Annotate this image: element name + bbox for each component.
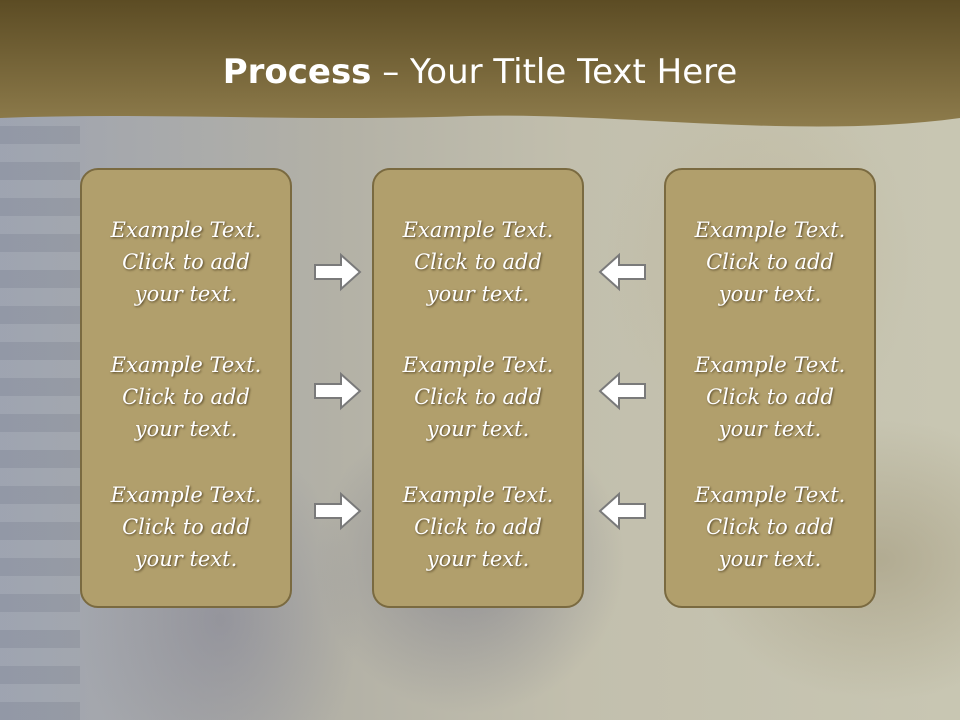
text-line: Click to add bbox=[122, 515, 250, 539]
text-item[interactable]: Example Text. Click to add your text. bbox=[666, 349, 874, 445]
title-banner: Process – Your Title Text Here bbox=[0, 0, 960, 140]
arrow-right-icon[interactable] bbox=[313, 371, 363, 411]
text-line: Example Text. bbox=[110, 353, 262, 377]
text-line: Example Text. bbox=[694, 353, 846, 377]
text-line: Example Text. bbox=[110, 218, 262, 242]
text-line: your text. bbox=[134, 282, 238, 306]
slide-title[interactable]: Process – Your Title Text Here bbox=[0, 52, 960, 92]
text-item[interactable]: Example Text. Click to add your text. bbox=[82, 349, 290, 445]
title-bold: Process bbox=[222, 52, 372, 92]
text-line: your text. bbox=[718, 547, 822, 571]
text-line: Example Text. bbox=[110, 483, 262, 507]
text-line: Example Text. bbox=[402, 483, 554, 507]
text-line: Click to add bbox=[414, 385, 542, 409]
text-line: your text. bbox=[426, 547, 530, 571]
text-line: your text. bbox=[718, 417, 822, 441]
text-line: Example Text. bbox=[402, 218, 554, 242]
text-item[interactable]: Example Text. Click to add your text. bbox=[666, 479, 874, 575]
text-line: Click to add bbox=[122, 250, 250, 274]
title-rest: – Your Title Text Here bbox=[371, 52, 738, 92]
text-box-left[interactable]: Example Text. Click to add your text. Ex… bbox=[80, 168, 292, 608]
arrow-left-icon[interactable] bbox=[597, 491, 647, 531]
text-line: your text. bbox=[134, 547, 238, 571]
arrow-right-icon[interactable] bbox=[313, 491, 363, 531]
text-line: Click to add bbox=[122, 385, 250, 409]
text-line: Example Text. bbox=[694, 483, 846, 507]
text-line: Example Text. bbox=[402, 353, 554, 377]
text-line: your text. bbox=[134, 417, 238, 441]
banner-shape bbox=[0, 0, 960, 127]
arrow-right-icon[interactable] bbox=[313, 252, 363, 292]
text-item[interactable]: Example Text. Click to add your text. bbox=[82, 479, 290, 575]
arrow-left-icon[interactable] bbox=[597, 252, 647, 292]
text-item[interactable]: Example Text. Click to add your text. bbox=[82, 214, 290, 310]
text-item[interactable]: Example Text. Click to add your text. bbox=[374, 214, 582, 310]
text-line: your text. bbox=[426, 282, 530, 306]
text-line: Click to add bbox=[414, 250, 542, 274]
text-line: Click to add bbox=[706, 385, 834, 409]
text-box-center[interactable]: Example Text. Click to add your text. Ex… bbox=[372, 168, 584, 608]
arrow-left-icon[interactable] bbox=[597, 371, 647, 411]
text-line: your text. bbox=[426, 417, 530, 441]
text-line: Click to add bbox=[414, 515, 542, 539]
text-line: your text. bbox=[718, 282, 822, 306]
text-item[interactable]: Example Text. Click to add your text. bbox=[666, 214, 874, 310]
text-item[interactable]: Example Text. Click to add your text. bbox=[374, 349, 582, 445]
text-line: Click to add bbox=[706, 515, 834, 539]
text-box-right[interactable]: Example Text. Click to add your text. Ex… bbox=[664, 168, 876, 608]
text-item[interactable]: Example Text. Click to add your text. bbox=[374, 479, 582, 575]
text-line: Click to add bbox=[706, 250, 834, 274]
text-line: Example Text. bbox=[694, 218, 846, 242]
background-decoration bbox=[0, 110, 80, 720]
